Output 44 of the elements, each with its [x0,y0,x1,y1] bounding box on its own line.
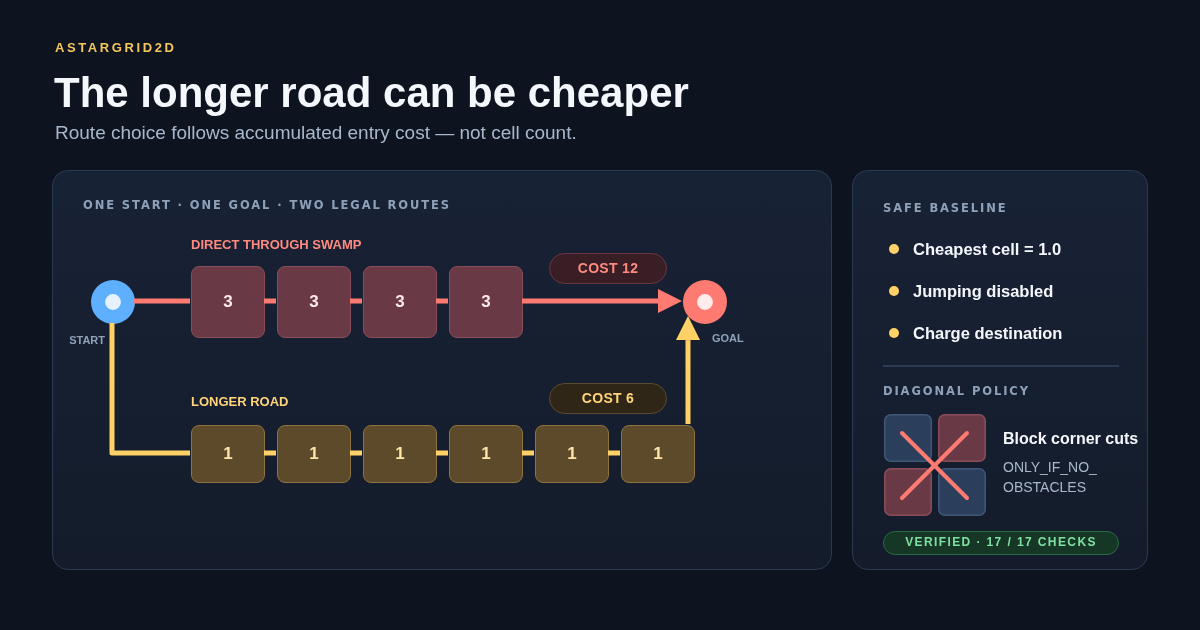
route-line [350,298,362,304]
goal-circle [683,280,727,324]
route-line [522,289,682,313]
road-cell: 1 [449,425,523,483]
route-line [109,323,190,456]
route-line [608,450,620,456]
swamp-cell: 3 [191,266,265,338]
road-cell: 1 [363,425,437,483]
swamp-cell: 3 [277,266,351,338]
page-title: The longer road can be cheaper [54,69,689,117]
route-label: DIRECT THROUGH SWAMP [191,237,362,252]
routes-panel [52,170,832,570]
route-line [436,450,448,456]
panel-heading: SAFE BASELINE [883,201,1008,215]
list-item: Cheapest cell = 1.0 [913,240,1062,258]
panel-heading: ONE START · ONE GOAL · TWO LEGAL ROUTES [83,198,451,212]
swamp-cell: 3 [449,266,523,338]
info-panel [852,170,1148,570]
policy-value: ONLY_IF_NO_ OBSTACLES [1003,458,1098,497]
policy-name: Block corner cuts [1003,430,1139,448]
swamp-cell: 3 [363,266,437,338]
route-line [676,316,700,424]
cost-pill: COST 6 [549,383,667,414]
route-label: LONGER ROAD [191,394,289,409]
route-line [264,450,276,456]
cost-pill: COST 12 [549,253,667,284]
node-caption: GOAL [712,332,744,345]
section-heading: DIAGONAL POLICY [883,384,1030,398]
road-cell: 1 [535,425,609,483]
road-cell: 1 [277,425,351,483]
start-circle [91,280,135,324]
route-line [436,298,448,304]
route-line [134,298,190,304]
route-line [522,450,534,456]
list-item: Charge destination [913,324,1063,342]
kicker-text: ASTARGRID2D [55,40,177,56]
road-cell: 1 [191,425,265,483]
status-badge: VERIFIED · 17 / 17 CHECKS [883,531,1119,555]
route-line [350,450,362,456]
node-caption: START [69,334,105,347]
list-item: Jumping disabled [913,282,1054,300]
subtitle-text: Route choice follows accumulated entry cost — not cell count. [55,122,577,144]
road-cell: 1 [621,425,695,483]
route-line [264,298,276,304]
